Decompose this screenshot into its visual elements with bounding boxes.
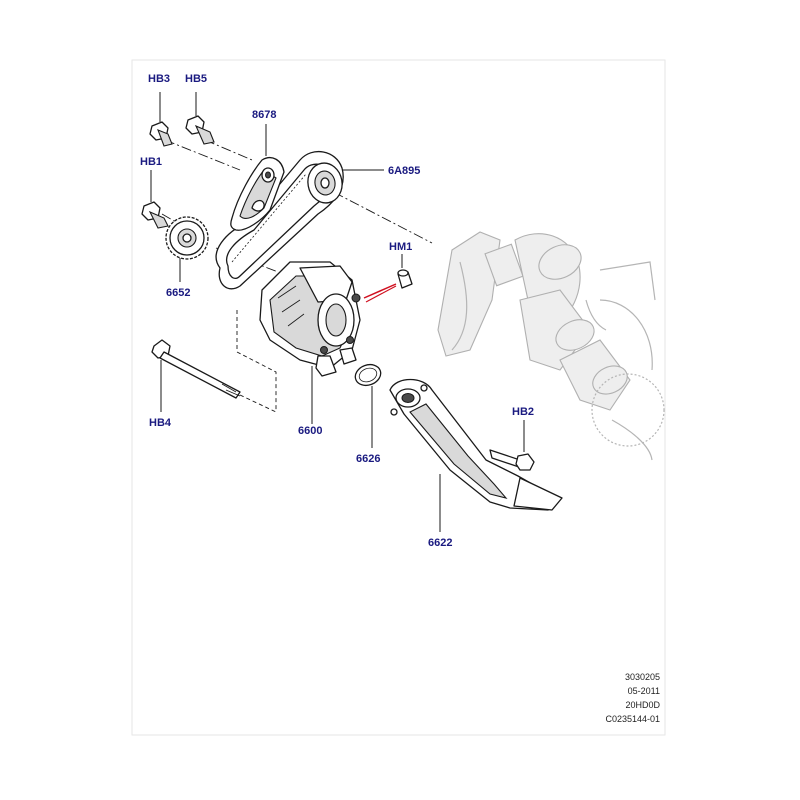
bolt-hb5 (185, 92, 215, 145)
callout-6600: 6600 (298, 425, 322, 437)
callout-6652: 6652 (166, 287, 190, 299)
footer-line-3: 20HD0D (625, 700, 660, 710)
callout-6a895: 6A895 (388, 165, 420, 177)
footer-line-4: C0235144-01 (605, 714, 660, 724)
footer-line-1: 3030205 (625, 672, 660, 682)
bolt-hb1 (141, 170, 169, 229)
crankshaft-ghost (437, 231, 665, 461)
diagram-frame (131, 59, 666, 736)
callout-8678: 8678 (252, 109, 276, 121)
bolt-hb3 (149, 92, 173, 147)
pickup-tube-6622 (389, 378, 563, 532)
callout-6622: 6622 (428, 537, 452, 549)
footer-line-2: 05-2011 (628, 686, 660, 696)
bolt-hb2 (489, 420, 535, 471)
callout-hm1: HM1 (389, 241, 412, 253)
dowel-hm1 (363, 254, 413, 303)
sprocket-6652 (165, 216, 209, 282)
callout-hb5: HB5 (185, 73, 207, 85)
bolt-hb4 (151, 339, 241, 412)
callout-6626: 6626 (356, 453, 380, 465)
reference-footer: 3030205 05-2011 20HD0D C0235144-01 (605, 672, 660, 724)
chain-tensioner-8678 (230, 157, 285, 231)
o-ring-6626 (354, 363, 382, 448)
callout-hb2: HB2 (512, 406, 534, 418)
oil-pump-6600 (259, 261, 361, 424)
callout-hb3: HB3 (148, 73, 170, 85)
upper-sprocket (307, 162, 343, 204)
callout-hb4: HB4 (149, 417, 172, 429)
callout-hb1: HB1 (140, 156, 162, 168)
hm1-highlight-leader (363, 283, 397, 299)
